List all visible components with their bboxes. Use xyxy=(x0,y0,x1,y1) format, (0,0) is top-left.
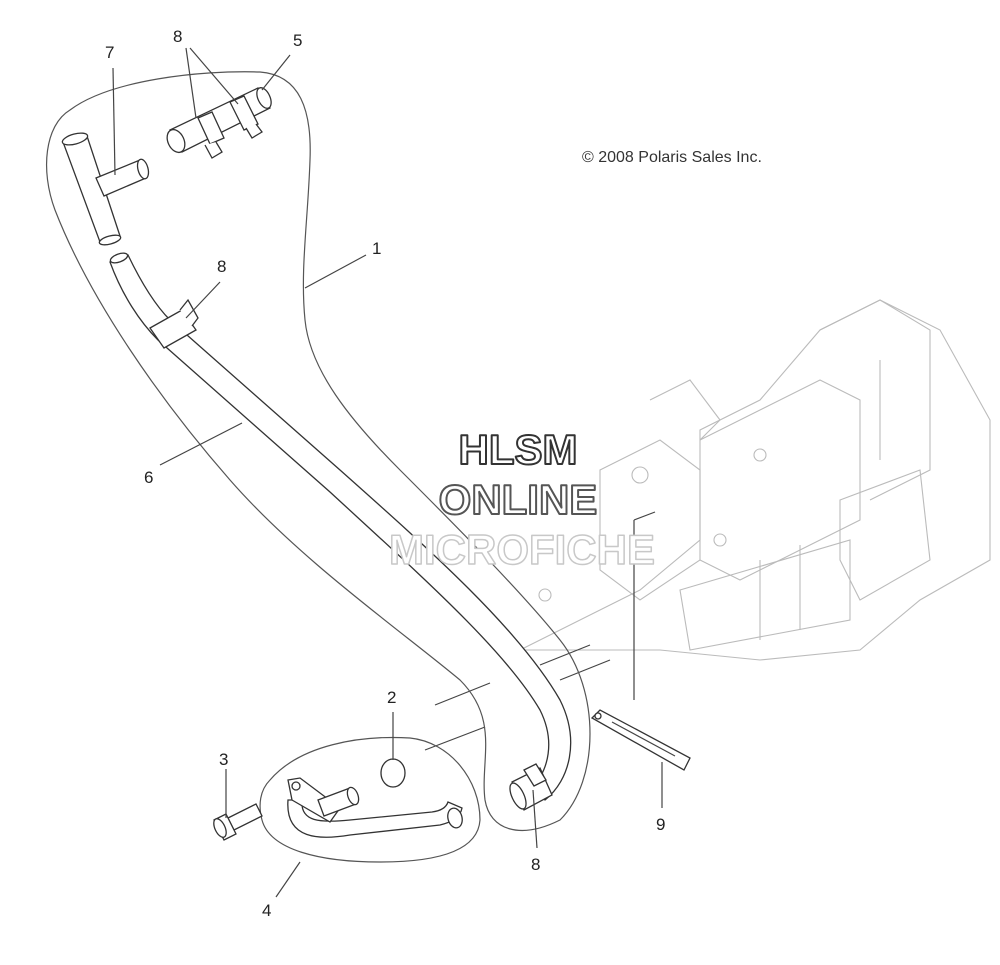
leader-9-ref xyxy=(633,511,656,521)
callout-9: 9 xyxy=(656,815,665,834)
clamp-part-8 xyxy=(149,309,197,349)
engine-illustration xyxy=(519,299,991,661)
callout-5: 5 xyxy=(293,31,302,50)
leader-8d xyxy=(532,789,538,849)
callout-4: 4 xyxy=(262,901,271,920)
callout-8-bottom: 8 xyxy=(531,855,540,874)
leader-8b xyxy=(189,47,239,105)
hose-assembly-outline xyxy=(45,71,591,831)
callout-8-middle: 8 xyxy=(217,257,226,276)
t-fitting-part-7 xyxy=(61,132,150,246)
guide-line xyxy=(424,726,486,751)
leader-6 xyxy=(159,422,243,466)
plug-part-2 xyxy=(380,758,406,788)
pipe-assembly-outline xyxy=(259,736,481,863)
copyright-text: © 2008 Polaris Sales Inc. xyxy=(582,149,762,166)
leader-4 xyxy=(275,861,301,898)
callout-3: 3 xyxy=(219,750,228,769)
pipe-part-4 xyxy=(287,777,463,838)
callout-6: 6 xyxy=(144,468,153,487)
bolt-part-3 xyxy=(213,803,263,841)
leader-1 xyxy=(304,254,367,289)
leader-5 xyxy=(261,54,291,91)
guide-line xyxy=(434,682,491,706)
callout-7: 7 xyxy=(105,43,114,62)
clamp-part-8 xyxy=(229,95,259,131)
lower-hose-end xyxy=(509,763,553,811)
clamp-part-8 xyxy=(197,111,225,145)
leader-7 xyxy=(112,67,116,176)
clamp-part-8 xyxy=(523,763,547,787)
leader-8a xyxy=(185,47,197,119)
callout-1: 1 xyxy=(372,239,381,258)
hose-part-5 xyxy=(166,87,272,159)
watermark-line-3: MICROFICHE xyxy=(389,526,655,573)
guide-line xyxy=(539,644,591,666)
strap-part-9 xyxy=(590,709,691,771)
watermark-line-2: ONLINE xyxy=(439,476,598,523)
watermark-line-1: HLSM xyxy=(459,426,578,473)
hose-part-6 xyxy=(109,252,572,801)
callout-2: 2 xyxy=(387,688,396,707)
leader-8c xyxy=(185,281,221,319)
guide-line xyxy=(559,659,611,681)
callout-8-top: 8 xyxy=(173,27,182,46)
